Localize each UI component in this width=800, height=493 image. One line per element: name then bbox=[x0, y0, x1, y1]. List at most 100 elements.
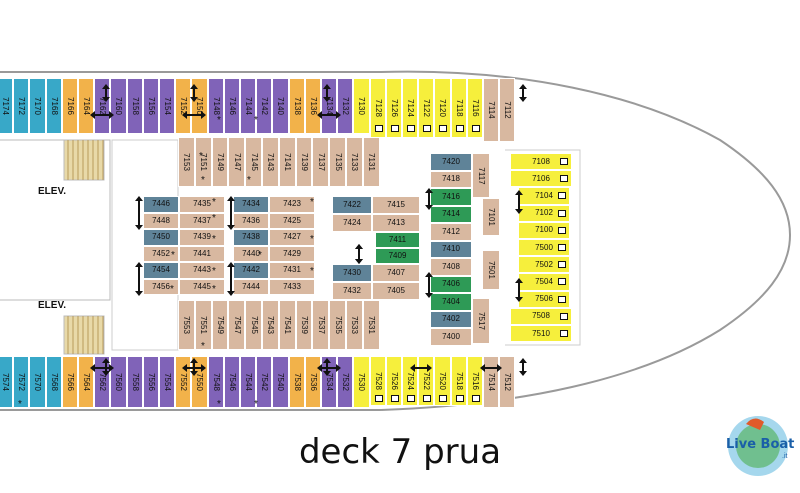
cabin[interactable]: 7528 bbox=[369, 356, 386, 406]
cabin[interactable]: 7454 bbox=[143, 262, 179, 279]
cabin[interactable]: 7413 bbox=[372, 214, 420, 232]
cabin[interactable]: 7408 bbox=[430, 258, 472, 276]
cabin[interactable]: 7141 bbox=[278, 137, 296, 187]
cabin[interactable]: 7526 bbox=[385, 356, 402, 406]
cabin[interactable]: 7560 bbox=[110, 356, 127, 408]
cabin[interactable]: 7556 bbox=[142, 356, 159, 408]
cabin[interactable]: 7422 bbox=[332, 196, 372, 214]
cabin[interactable]: 7543 bbox=[262, 300, 279, 350]
cabin[interactable]: 7149 bbox=[211, 137, 229, 187]
cabin[interactable]: 7424 bbox=[332, 214, 372, 232]
cabin[interactable]: 7558 bbox=[126, 356, 143, 408]
cabin[interactable]: 7512 bbox=[499, 356, 516, 408]
cabin[interactable]: 7536 bbox=[304, 356, 321, 408]
cabin[interactable]: 7537 bbox=[312, 300, 330, 350]
cabin[interactable]: 7427 bbox=[269, 229, 315, 246]
cabin[interactable]: 7134 bbox=[321, 78, 338, 134]
cabin[interactable]: 7434 bbox=[233, 196, 269, 213]
cabin[interactable]: 7145 bbox=[245, 137, 262, 187]
cabin[interactable]: 7520 bbox=[434, 356, 451, 406]
cabin[interactable]: 7147 bbox=[228, 137, 246, 187]
cabin[interactable]: 7100 bbox=[518, 221, 570, 239]
cabin[interactable]: 7530 bbox=[353, 356, 370, 408]
cabin[interactable]: 7138 bbox=[288, 78, 305, 134]
cabin[interactable]: 7400 bbox=[430, 328, 472, 346]
cabin[interactable]: 7546 bbox=[223, 356, 240, 408]
cabin[interactable]: 7452 bbox=[143, 245, 179, 262]
cabin[interactable]: 7153 bbox=[178, 137, 195, 187]
cabin[interactable]: 7572 bbox=[13, 356, 30, 408]
cabin[interactable]: 7142 bbox=[256, 78, 273, 134]
cabin[interactable]: 7570 bbox=[29, 356, 46, 408]
cabin[interactable]: 7431 bbox=[269, 262, 315, 279]
cabin[interactable]: 7429 bbox=[269, 245, 315, 262]
cabin[interactable]: 7432 bbox=[332, 282, 372, 300]
cabin[interactable]: 7411 bbox=[375, 232, 420, 248]
cabin[interactable]: 7456 bbox=[143, 278, 179, 295]
cabin[interactable]: 7442 bbox=[233, 262, 269, 279]
cabin[interactable]: 7554 bbox=[159, 356, 176, 408]
cabin[interactable]: 7531 bbox=[362, 300, 380, 350]
cabin[interactable]: 7418 bbox=[430, 170, 472, 188]
cabin[interactable]: 7108 bbox=[510, 153, 572, 171]
cabin[interactable]: 7437 bbox=[179, 212, 225, 229]
cabin[interactable]: 7151 bbox=[194, 137, 212, 187]
cabin[interactable]: 7553 bbox=[178, 300, 195, 350]
cabin[interactable]: 7172 bbox=[13, 78, 30, 134]
cabin[interactable]: 7416 bbox=[430, 188, 472, 206]
cabin[interactable]: 7440 bbox=[233, 245, 269, 262]
cabin[interactable]: 7148 bbox=[207, 78, 224, 134]
cabin[interactable]: 7532 bbox=[337, 356, 354, 408]
cabin[interactable]: 7438 bbox=[233, 229, 269, 246]
cabin[interactable]: 7539 bbox=[295, 300, 313, 350]
cabin[interactable]: 7448 bbox=[143, 212, 179, 229]
cabin[interactable]: 7136 bbox=[304, 78, 321, 134]
cabin[interactable]: 7116 bbox=[466, 78, 483, 138]
cabin[interactable]: 7124 bbox=[402, 78, 419, 138]
cabin[interactable]: 7158 bbox=[126, 78, 143, 134]
cabin[interactable]: 7549 bbox=[211, 300, 229, 350]
cabin[interactable]: 7551 bbox=[194, 300, 212, 350]
cabin[interactable]: 7101 bbox=[482, 198, 500, 236]
cabin[interactable]: 7450 bbox=[143, 229, 179, 246]
cabin[interactable]: 7106 bbox=[510, 170, 572, 188]
cabin[interactable]: 7112 bbox=[499, 78, 516, 142]
cabin[interactable]: 7164 bbox=[78, 78, 95, 134]
cabin[interactable]: 7500 bbox=[518, 239, 570, 257]
cabin[interactable]: 7156 bbox=[142, 78, 159, 134]
cabin[interactable]: 7126 bbox=[385, 78, 402, 138]
cabin[interactable]: 7135 bbox=[329, 137, 346, 187]
cabin[interactable]: 7420 bbox=[430, 153, 472, 171]
cabin[interactable]: 7415 bbox=[372, 196, 420, 214]
cabin[interactable]: 7423 bbox=[269, 196, 315, 213]
cabin[interactable]: 7137 bbox=[312, 137, 330, 187]
cabin[interactable]: 7548 bbox=[207, 356, 224, 408]
cabin[interactable]: 7154 bbox=[159, 78, 176, 134]
cabin[interactable]: 7146 bbox=[223, 78, 240, 134]
cabin[interactable]: 7412 bbox=[430, 223, 472, 241]
cabin[interactable]: 7404 bbox=[430, 293, 472, 311]
cabin[interactable]: 7414 bbox=[430, 205, 472, 223]
cabin[interactable]: 7139 bbox=[295, 137, 313, 187]
cabin[interactable]: 7444 bbox=[233, 278, 269, 295]
cabin[interactable]: 7518 bbox=[450, 356, 467, 406]
cabin[interactable]: 7409 bbox=[375, 248, 420, 264]
cabin[interactable]: 7441 bbox=[179, 245, 225, 262]
cabin[interactable]: 7130 bbox=[353, 78, 370, 134]
cabin[interactable]: 7506 bbox=[518, 290, 570, 308]
cabin[interactable]: 7410 bbox=[430, 240, 472, 258]
cabin[interactable]: 7510 bbox=[510, 325, 572, 343]
cabin[interactable]: 7433 bbox=[269, 278, 315, 295]
cabin[interactable]: 7133 bbox=[346, 137, 363, 187]
cabin[interactable]: 7174 bbox=[0, 78, 14, 134]
cabin[interactable]: 7574 bbox=[0, 356, 14, 408]
cabin[interactable]: 7117 bbox=[472, 153, 490, 198]
cabin[interactable]: 7517 bbox=[472, 298, 490, 344]
cabin[interactable]: 7535 bbox=[329, 300, 346, 350]
cabin[interactable]: 7425 bbox=[269, 212, 315, 229]
cabin[interactable]: 7568 bbox=[45, 356, 62, 408]
cabin[interactable]: 7445 bbox=[179, 278, 225, 295]
cabin[interactable]: 7140 bbox=[272, 78, 289, 134]
cabin[interactable]: 7541 bbox=[278, 300, 296, 350]
cabin[interactable]: 7150 bbox=[191, 78, 208, 134]
